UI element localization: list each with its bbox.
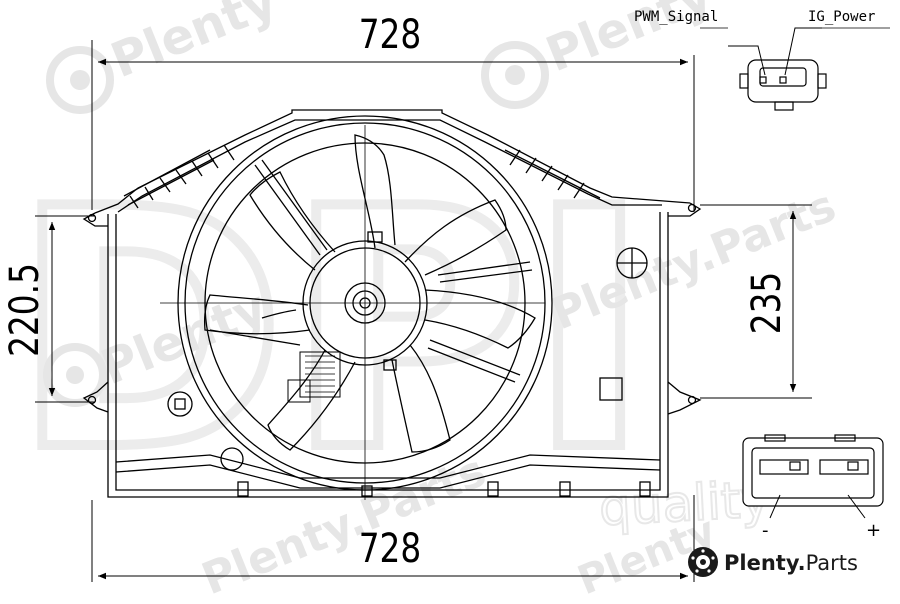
- dimension-left-height: 220.5: [1, 263, 48, 357]
- power-connector: [742, 434, 884, 519]
- dimension-right-height: 235: [743, 272, 790, 335]
- brand-suffix: Parts: [806, 551, 858, 575]
- brand-logo-text: Plenty.Parts: [724, 551, 858, 575]
- watermark-logo-icon: [481, 41, 549, 109]
- ig-power-label: IG_Power: [808, 9, 875, 25]
- watermark-bg-letters: DPI: [12, 139, 651, 523]
- brand-name: Plenty: [724, 551, 800, 575]
- signal-connector: [700, 27, 890, 111]
- brake-disc-icon: [688, 547, 718, 577]
- pwm-signal-label: PWM_Signal: [634, 9, 718, 25]
- fan-shroud: [82, 109, 702, 498]
- plus-terminal-label: +: [866, 520, 881, 541]
- fan-rotor: [160, 115, 553, 500]
- dimension-bottom-width: 728: [359, 525, 422, 572]
- watermark-text: Plenty: [104, 0, 285, 89]
- watermark-logo-icon: [46, 46, 114, 114]
- minus-terminal-label: -: [762, 520, 769, 541]
- dimension-top-width: 728: [359, 11, 422, 58]
- watermark-logo-icon: [43, 343, 107, 407]
- brand-dot: .: [798, 551, 806, 575]
